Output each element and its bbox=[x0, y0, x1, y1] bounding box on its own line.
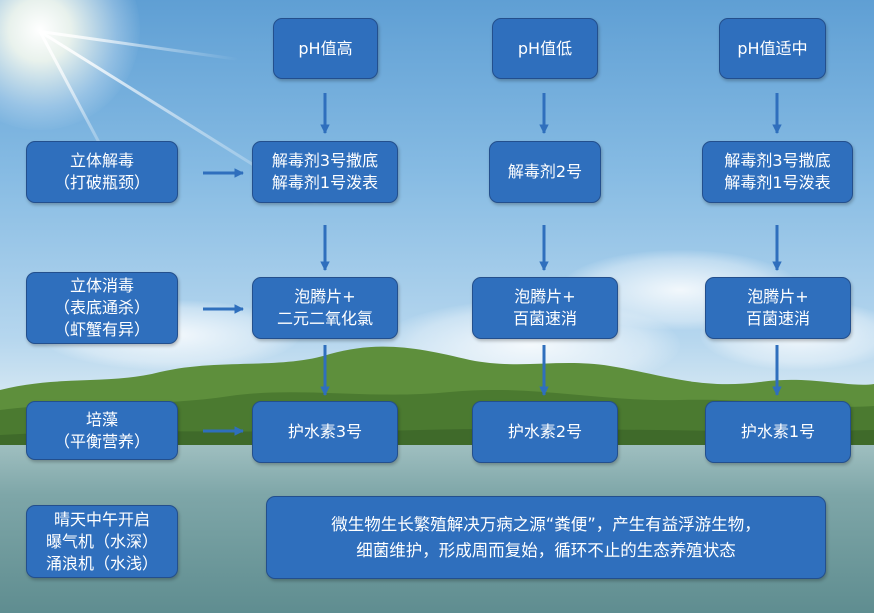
disinfect-high-box: 泡腾片+ 二元二氧化氯 bbox=[252, 277, 398, 339]
water-care-high-label: 护水素3号 bbox=[287, 422, 363, 441]
disinfect-medium-box: 泡腾片+ 百菌速消 bbox=[705, 277, 851, 339]
step-disinfect-line: （表底通杀） bbox=[53, 298, 150, 317]
detox-low-box: 解毒剂2号 bbox=[489, 141, 601, 203]
detox-high-box: 解毒剂3号撒底 解毒剂1号泼表 bbox=[252, 141, 398, 203]
summary-box: 微生物生长繁殖解决万病之源“粪便”，产生有益浮游生物， 细菌维护，形成周而复始，… bbox=[266, 496, 826, 579]
ph-high-label: pH值高 bbox=[298, 38, 353, 58]
step-aeration-line: 晴天中午开启 bbox=[53, 509, 150, 529]
step-aeration-line: 曝气机（水深） bbox=[45, 531, 158, 551]
detox-high-line: 解毒剂3号撒底 bbox=[271, 151, 379, 170]
detox-low-line: 解毒剂2号 bbox=[507, 162, 583, 181]
water-care-low-label: 护水素2号 bbox=[507, 422, 583, 441]
disinfect-high-line: 二元二氧化氯 bbox=[276, 309, 373, 328]
step-disinfect-line: 立体消毒 bbox=[69, 276, 134, 295]
disinfect-high-line: 泡腾片+ bbox=[294, 287, 356, 306]
ph-medium-label: pH值适中 bbox=[737, 38, 808, 58]
step-detox-line: 立体解毒 bbox=[69, 151, 134, 170]
step-aeration-box: 晴天中午开启 曝气机（水深） 涌浪机（水浅） bbox=[26, 505, 178, 578]
disinfect-low-line: 泡腾片+ bbox=[514, 287, 576, 306]
disinfect-low-line: 百菌速消 bbox=[512, 309, 577, 328]
detox-medium-line: 解毒剂1号泼表 bbox=[724, 173, 831, 192]
step-disinfect-box: 立体消毒 （表底通杀） （虾蟹有异） bbox=[26, 272, 178, 344]
water-care-medium-label: 护水素1号 bbox=[740, 422, 816, 441]
step-detox-line: （打破瓶颈） bbox=[53, 173, 150, 192]
disinfect-low-box: 泡腾片+ 百菌速消 bbox=[472, 277, 618, 339]
step-aeration-line: 涌浪机（水浅） bbox=[45, 553, 158, 573]
summary-line: 细菌维护，形成周而复始，循环不止的生态养殖状态 bbox=[356, 540, 736, 560]
disinfect-medium-line: 百菌速消 bbox=[745, 309, 810, 328]
ph-medium-box: pH值适中 bbox=[719, 18, 826, 79]
water-care-low-box: 护水素2号 bbox=[472, 401, 618, 463]
ph-low-label: pH值低 bbox=[517, 38, 573, 58]
disinfect-medium-line: 泡腾片+ bbox=[747, 287, 809, 306]
step-algae-box: 培藻 （平衡营养） bbox=[26, 401, 178, 460]
ph-high-box: pH值高 bbox=[273, 18, 378, 79]
water-care-high-box: 护水素3号 bbox=[252, 401, 398, 463]
summary-line: 微生物生长繁殖解决万病之源“粪便”，产生有益浮游生物， bbox=[331, 514, 761, 534]
step-disinfect-line: （虾蟹有异） bbox=[53, 320, 150, 339]
water-care-medium-box: 护水素1号 bbox=[705, 401, 851, 463]
detox-high-line: 解毒剂1号泼表 bbox=[271, 173, 379, 192]
ph-low-box: pH值低 bbox=[492, 18, 598, 79]
step-algae-line: （平衡营养） bbox=[53, 431, 150, 451]
step-detox-box: 立体解毒 （打破瓶颈） bbox=[26, 141, 178, 203]
step-algae-line: 培藻 bbox=[85, 409, 118, 429]
sun-glare bbox=[0, 0, 140, 130]
detox-medium-box: 解毒剂3号撒底 解毒剂1号泼表 bbox=[702, 141, 853, 203]
detox-medium-line: 解毒剂3号撒底 bbox=[724, 151, 831, 170]
